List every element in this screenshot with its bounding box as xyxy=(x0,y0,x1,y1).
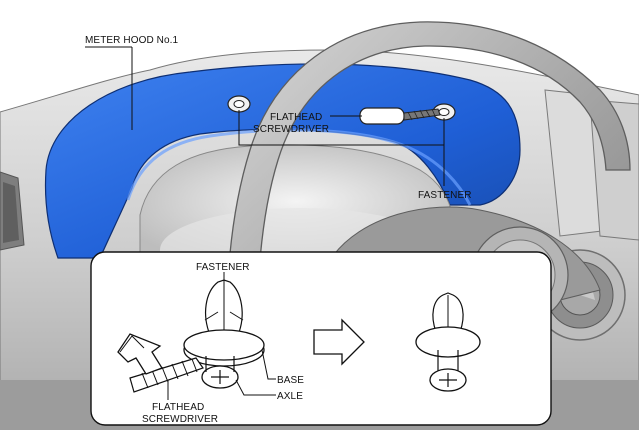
label-screwdriver-top-2: SCREWDRIVER xyxy=(253,124,329,135)
label-screwdriver-inset-2: SCREWDRIVER xyxy=(142,414,218,425)
label-fastener-top: FASTENER xyxy=(418,190,472,201)
up-arrow-icon xyxy=(117,333,163,375)
label-fastener-inset: FASTENER xyxy=(196,262,250,273)
detail-inset: FASTENER BASE AXLE FLATHEAD SCREWDRIVER xyxy=(90,251,552,426)
right-arrow-icon xyxy=(313,318,365,366)
leader-fastener-link xyxy=(238,110,445,146)
label-axle: AXLE xyxy=(277,391,303,402)
label-base: BASE xyxy=(277,375,304,386)
screwdriver-top xyxy=(359,107,441,125)
label-meter-hood: METER HOOD No.1 xyxy=(85,35,179,46)
fastener-clip-left xyxy=(227,95,251,113)
screwdriver-inset xyxy=(129,357,204,393)
label-screwdriver-inset-1: FLATHEAD xyxy=(152,402,204,413)
label-screwdriver-top-1: FLATHEAD xyxy=(270,112,322,123)
fastener-installed xyxy=(183,279,265,389)
left-vent xyxy=(0,171,25,251)
fastener-removed xyxy=(415,292,481,392)
